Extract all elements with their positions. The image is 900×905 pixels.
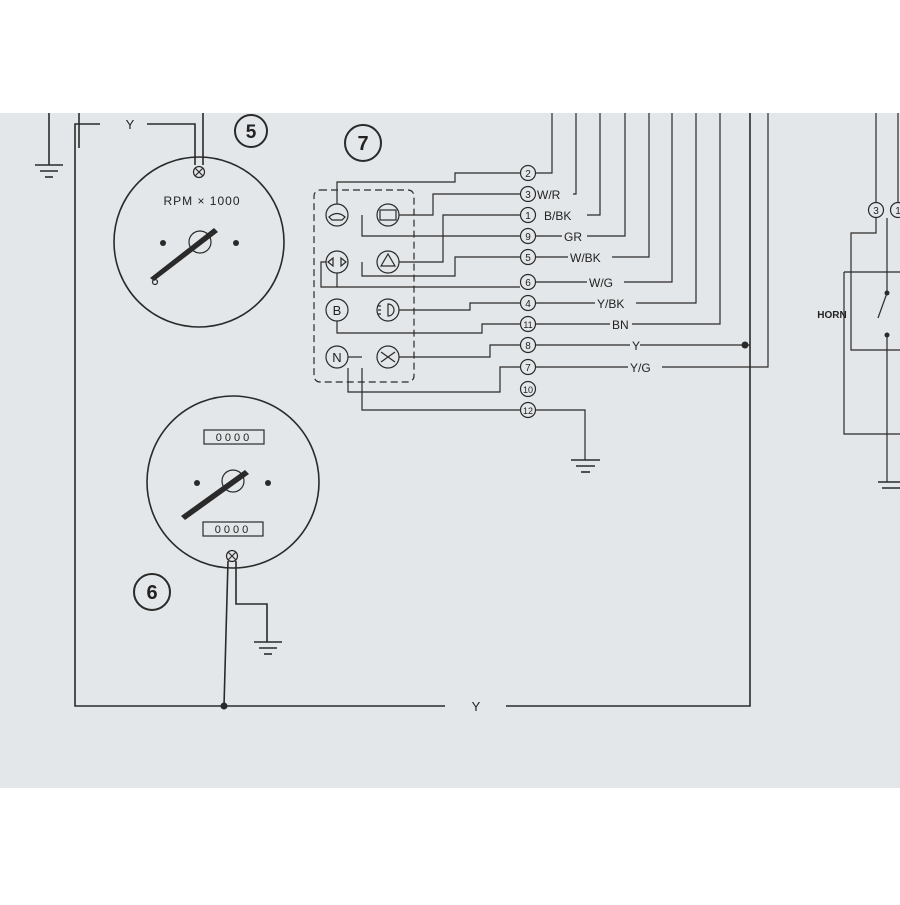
svg-text:Y/G: Y/G (630, 361, 651, 375)
svg-text:12: 12 (523, 406, 533, 416)
svg-text:11: 11 (523, 320, 532, 330)
paper-sheet (0, 113, 900, 788)
horn-label: HORN (817, 310, 846, 321)
svg-text:1: 1 (895, 206, 900, 217)
svg-text:5: 5 (525, 253, 531, 264)
wire-label-top-y: Y (126, 117, 135, 132)
speedometer-number: 6 (146, 582, 157, 604)
svg-text:6: 6 (525, 278, 531, 289)
svg-text:Y: Y (632, 339, 640, 353)
tachometer-number: 5 (246, 122, 257, 143)
svg-text:7: 7 (525, 363, 531, 374)
svg-text:W/R: W/R (537, 188, 561, 202)
svg-text:GR: GR (564, 230, 582, 244)
svg-text:3: 3 (873, 206, 879, 217)
svg-text:0000: 0000 (216, 432, 252, 444)
svg-text:9: 9 (525, 232, 531, 243)
svg-text:4: 4 (525, 299, 531, 310)
svg-text:BN: BN (612, 318, 629, 332)
svg-text:B/BK: B/BK (544, 209, 571, 223)
wire-label-bottom-y: Y (472, 699, 481, 714)
svg-text:10: 10 (523, 385, 533, 395)
warning-panel-number: 7 (357, 133, 368, 155)
svg-text:W/BK: W/BK (570, 251, 601, 265)
svg-text:Y/BK: Y/BK (597, 297, 624, 311)
svg-text:N: N (332, 350, 341, 365)
svg-text:8: 8 (525, 341, 531, 352)
svg-text:0000: 0000 (215, 524, 251, 536)
svg-text:B: B (333, 303, 342, 318)
tachometer-scale-label: RPM × 1000 (163, 194, 240, 208)
svg-text:2: 2 (525, 169, 531, 180)
svg-text:W/G: W/G (589, 276, 613, 290)
svg-text:1: 1 (525, 211, 531, 222)
svg-text:3: 3 (525, 190, 531, 201)
